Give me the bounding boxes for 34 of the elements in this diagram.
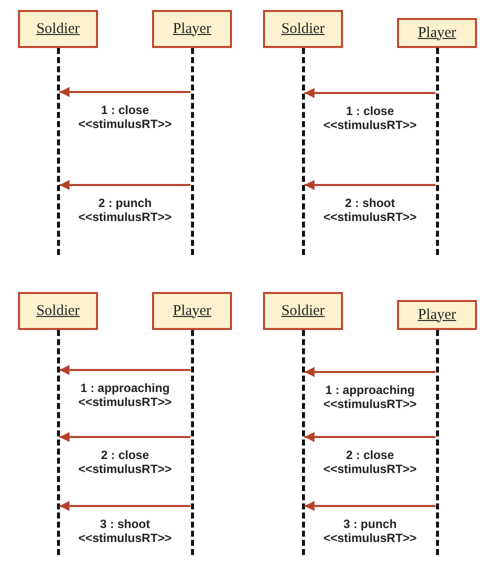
lifeline: [56, 48, 60, 255]
message-arrow: [304, 367, 436, 377]
lifeline: [190, 330, 194, 555]
object-box: [152, 292, 232, 330]
object-box: [397, 300, 477, 330]
lifeline: [190, 48, 194, 255]
lifeline: [302, 48, 304, 255]
message-arrow: [60, 501, 190, 511]
object-name: Player: [418, 306, 456, 324]
message-arrow: [304, 432, 436, 442]
object-name: Player: [172, 302, 212, 320]
object-name: Soldier: [36, 302, 80, 320]
message-arrow: [60, 87, 190, 97]
object-name: Player: [172, 20, 212, 38]
message-arrow: [304, 501, 436, 511]
lifeline: [56, 330, 60, 555]
object-box: [263, 10, 343, 48]
object-box: [397, 18, 477, 48]
object-name: Soldier: [281, 20, 325, 38]
lifeline: [436, 48, 438, 255]
message-arrow: [304, 88, 436, 98]
object-box: [263, 292, 343, 330]
message-arrow: [60, 180, 190, 190]
lifeline: [302, 330, 304, 555]
object-box: [18, 10, 98, 48]
object-name: Soldier: [281, 302, 325, 320]
message-arrow: [60, 365, 190, 375]
object-name: Soldier: [36, 20, 80, 38]
object-box: [152, 10, 232, 48]
object-box: [18, 292, 98, 330]
message-arrow: [304, 180, 436, 190]
lifeline: [436, 330, 438, 555]
object-name: Player: [418, 24, 456, 42]
message-arrow: [60, 432, 190, 442]
